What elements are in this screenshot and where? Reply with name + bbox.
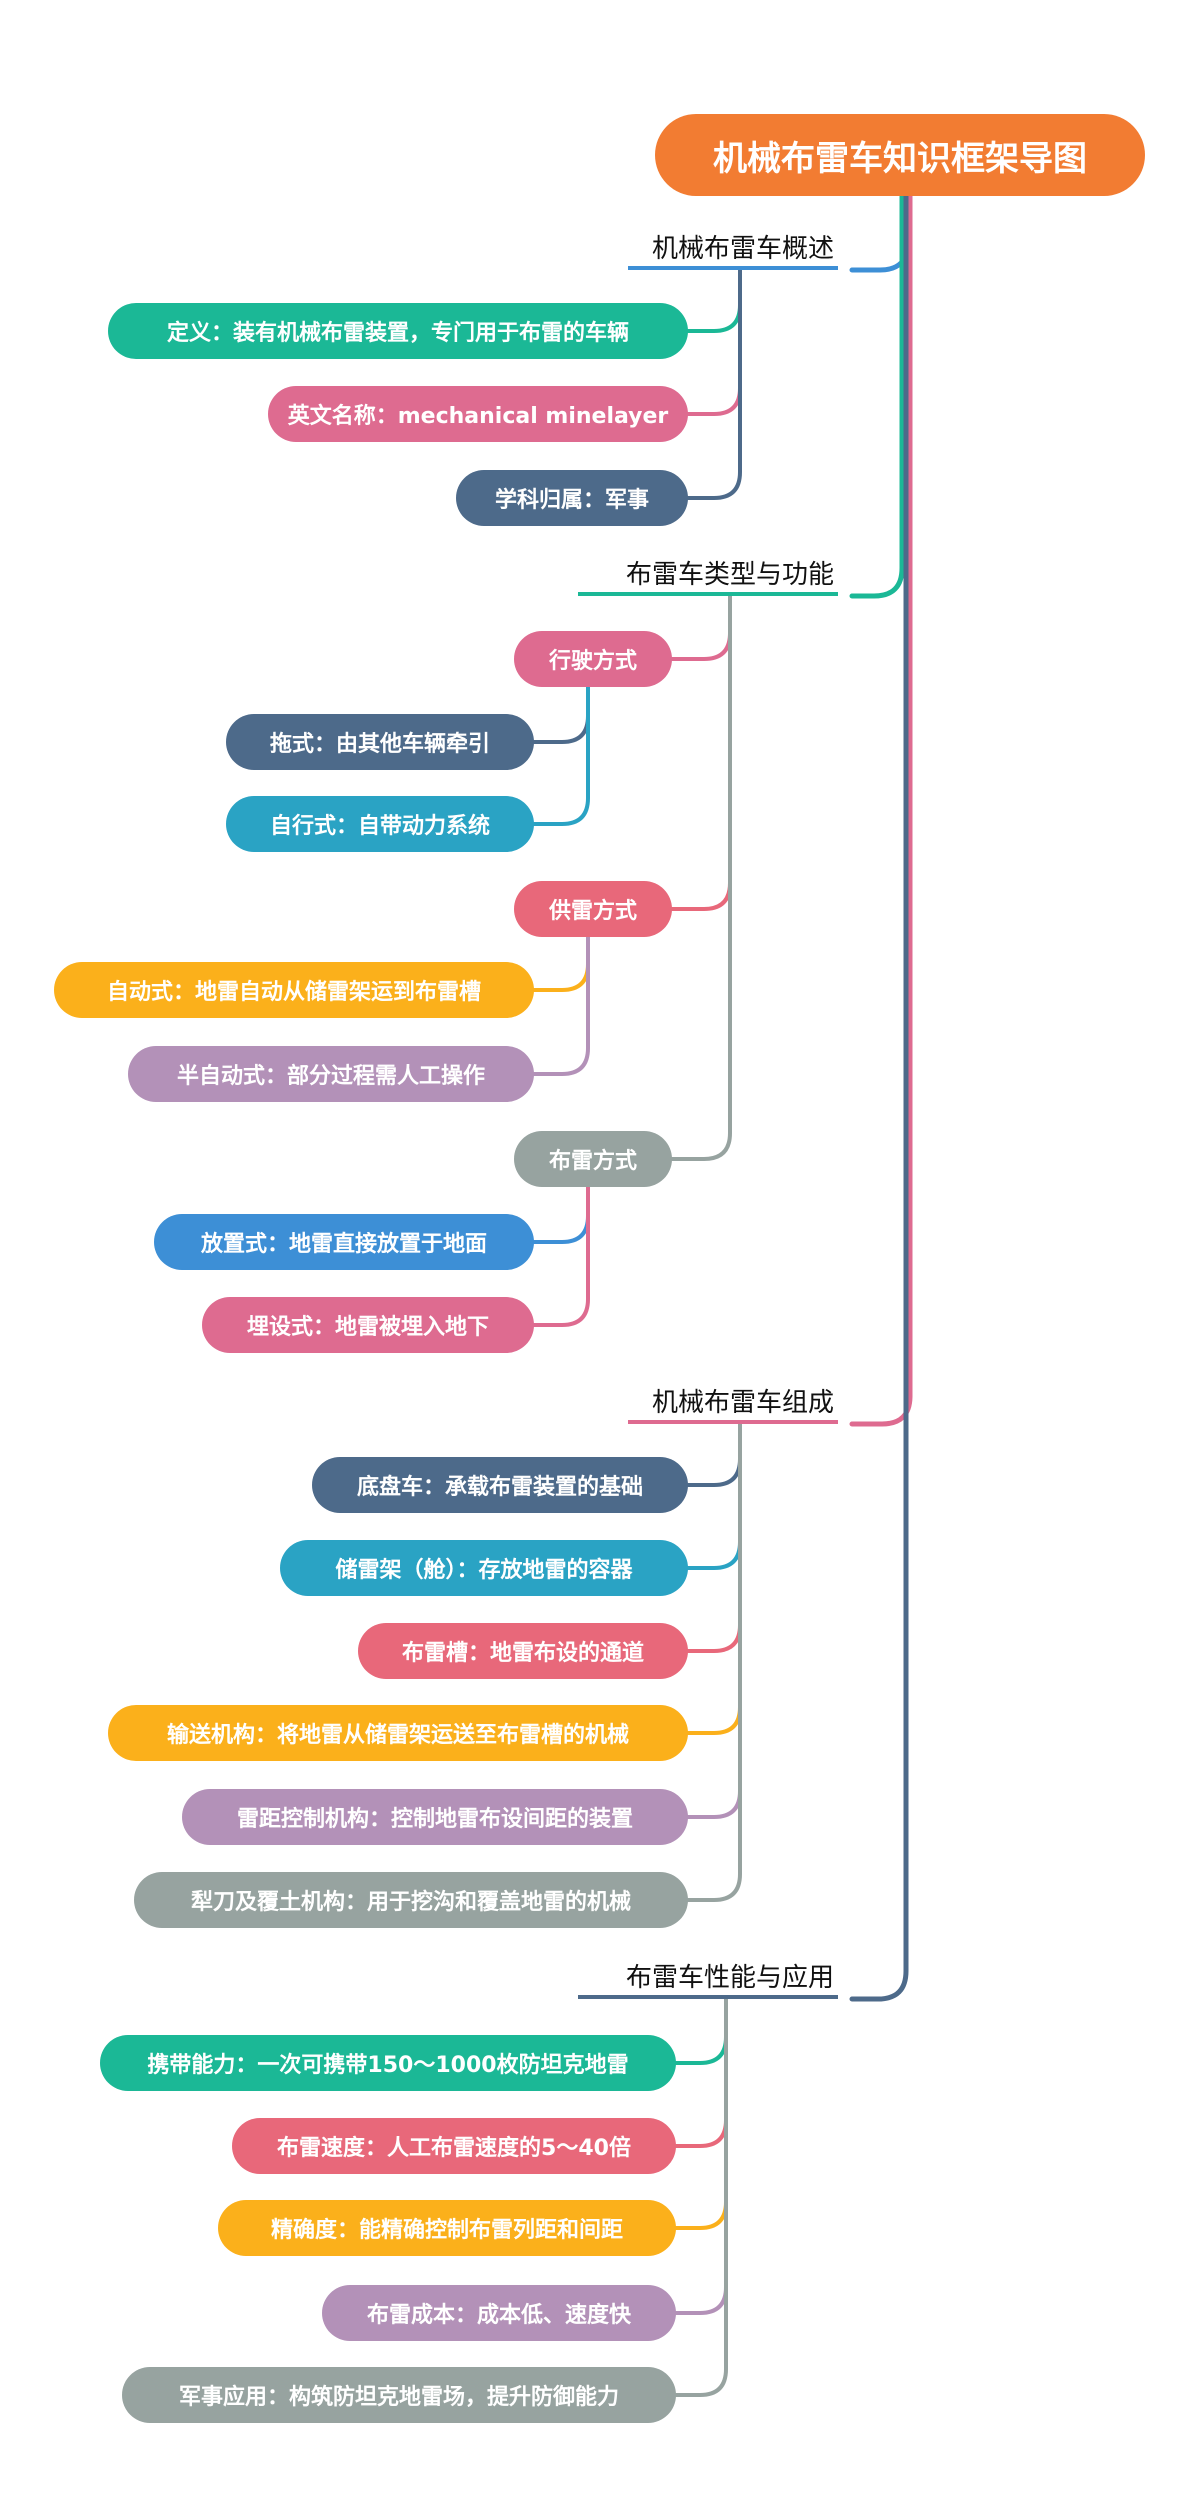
branch-types[interactable]: 布雷车类型与功能 <box>578 552 838 596</box>
trunk-components <box>849 193 913 1427</box>
link-performance-3 <box>674 1997 728 2315</box>
link-laying-1 <box>532 1173 590 1327</box>
link-components-5 <box>686 1422 742 1902</box>
link-types-1 <box>670 594 732 911</box>
link-overview-1 <box>686 268 742 416</box>
link-components-3 <box>686 1422 742 1735</box>
component-conveyor[interactable]: 输送机构：将地雷从储雷架运送至布雷槽的机械 <box>108 1705 688 1761</box>
link-performance-2 <box>674 1997 728 2230</box>
perf-cost[interactable]: 布雷成本：成本低、速度快 <box>322 2285 676 2341</box>
leaf-surface-laid[interactable]: 放置式：地雷直接放置于地面 <box>154 1214 534 1270</box>
component-spacing-control[interactable]: 雷距控制机构：控制地雷布设间距的装置 <box>182 1789 688 1845</box>
link-components-4 <box>686 1422 742 1819</box>
leaf-automatic[interactable]: 自动式：地雷自动从储雷架运到布雷槽 <box>54 962 534 1018</box>
leaf-semi-automatic[interactable]: 半自动式：部分过程需人工操作 <box>128 1046 534 1102</box>
link-performance-0 <box>674 1997 728 2065</box>
component-plough[interactable]: 犁刀及覆土机构：用于挖沟和覆盖地雷的机械 <box>134 1872 688 1928</box>
overview-definition[interactable]: 定义：装有机械布雷装置，专门用于布雷的车辆 <box>108 303 688 359</box>
leaf-towed[interactable]: 拖式：由其他车辆牵引 <box>226 714 534 770</box>
link-types-2 <box>670 594 732 1161</box>
link-overview-2 <box>686 268 742 500</box>
component-chassis[interactable]: 底盘车：承载布雷装置的基础 <box>312 1457 688 1513</box>
component-mine-rack[interactable]: 储雷架（舱）：存放地雷的容器 <box>280 1540 688 1596</box>
link-components-0 <box>686 1422 742 1487</box>
link-driving-1 <box>532 673 590 826</box>
link-types-0 <box>670 594 732 661</box>
group-feed-mode[interactable]: 供雷方式 <box>514 881 672 937</box>
perf-capacity[interactable]: 携带能力：一次可携带150～1000枚防坦克地雷 <box>100 2035 676 2091</box>
perf-application[interactable]: 军事应用：构筑防坦克地雷场，提升防御能力 <box>122 2367 676 2423</box>
perf-speed[interactable]: 布雷速度：人工布雷速度的5～40倍 <box>232 2118 676 2174</box>
branch-components[interactable]: 机械布雷车组成 <box>628 1380 838 1424</box>
link-performance-4 <box>674 1997 728 2397</box>
link-feed-1 <box>532 923 590 1076</box>
leaf-buried[interactable]: 埋设式：地雷被埋入地下 <box>202 1297 534 1353</box>
perf-precision[interactable]: 精确度：能精确控制布雷列距和间距 <box>218 2200 676 2256</box>
branch-overview[interactable]: 机械布雷车概述 <box>628 226 838 270</box>
group-laying-mode[interactable]: 布雷方式 <box>514 1131 672 1187</box>
link-performance-1 <box>674 1997 728 2148</box>
overview-english-name[interactable]: 英文名称：mechanical minelayer <box>268 386 688 442</box>
root-title[interactable]: 机械布雷车知识框架导图 <box>655 114 1145 196</box>
link-overview-0 <box>686 268 742 333</box>
group-driving-mode[interactable]: 行驶方式 <box>514 631 672 687</box>
branch-performance[interactable]: 布雷车性能与应用 <box>578 1955 838 1999</box>
link-components-1 <box>686 1422 742 1570</box>
component-mine-chute[interactable]: 布雷槽：地雷布设的通道 <box>358 1623 688 1679</box>
overview-discipline[interactable]: 学科归属：军事 <box>456 470 688 526</box>
trunk-performance <box>849 193 909 2002</box>
leaf-self-propelled[interactable]: 自行式：自带动力系统 <box>226 796 534 852</box>
link-components-2 <box>686 1422 742 1653</box>
trunk-types <box>849 193 905 599</box>
